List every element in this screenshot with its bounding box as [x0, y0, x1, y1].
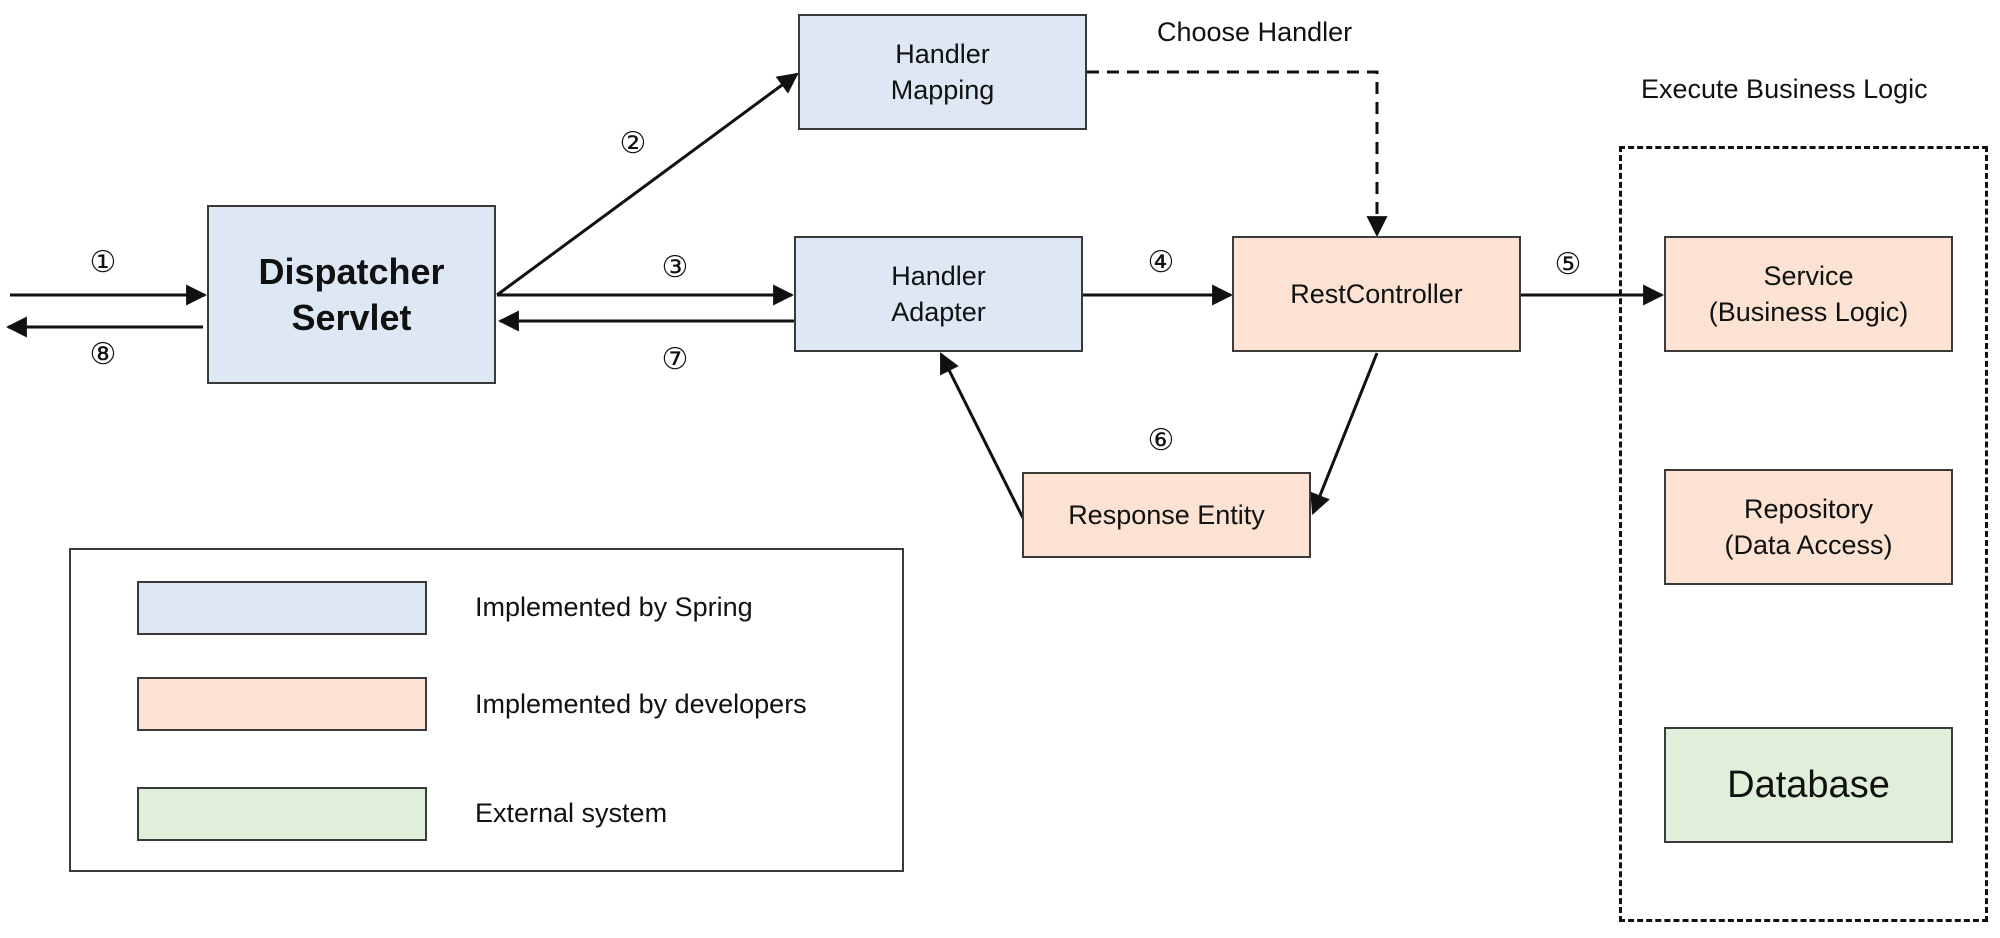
legend-swatch-external	[137, 787, 427, 841]
legend-label-spring: Implemented by Spring	[475, 592, 753, 622]
legend-label-external: External system	[475, 798, 668, 828]
legend-swatch-spring	[137, 581, 427, 635]
handler-mapping-node: Handler Mapping	[798, 14, 1087, 130]
step-2-label: ②	[619, 127, 647, 160]
step-6-label: ⑥	[1147, 424, 1175, 457]
rest-controller-node: RestController	[1232, 236, 1521, 352]
dispatcher-servlet-node: Dispatcher Servlet	[207, 205, 496, 384]
service-node: Service (Business Logic)	[1664, 236, 1953, 352]
arrow-to-handler-mapping	[496, 72, 799, 297]
step-5-label: ⑤	[1554, 248, 1582, 281]
step-4-label: ④	[1147, 246, 1175, 279]
step-7-label: ⑦	[661, 343, 689, 376]
arrow-choose-handler	[1087, 70, 1388, 238]
legend-label-developers: Implemented by developers	[475, 689, 807, 719]
arrow-controller-to-response	[1310, 352, 1379, 515]
step-3-label: ③	[661, 251, 689, 284]
legend	[69, 548, 904, 872]
choose-handler-label: Choose Handler	[1157, 17, 1353, 47]
handler-adapter-node: Handler Adapter	[794, 236, 1083, 352]
step-8-label: ⑧	[89, 338, 117, 371]
database-node: Database	[1664, 727, 1953, 843]
legend-swatch-developers	[137, 677, 427, 731]
execute-business-logic-label: Execute Business Logic	[1641, 74, 1928, 104]
repository-node: Repository (Data Access)	[1664, 469, 1953, 585]
response-entity-node: Response Entity	[1022, 472, 1311, 558]
step-1-label: ①	[89, 246, 117, 279]
arrow-response-to-adapter	[939, 352, 1025, 519]
business-logic-group	[1619, 146, 1988, 922]
